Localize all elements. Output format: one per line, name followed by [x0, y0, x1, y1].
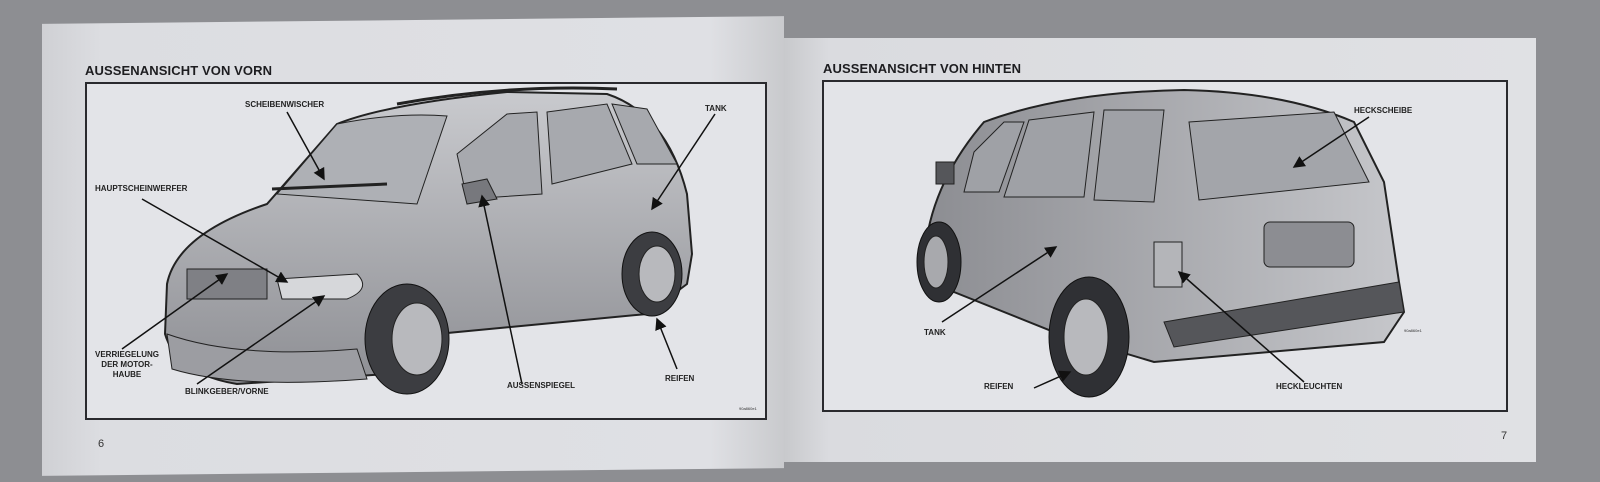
- label-hood-latch-line: HAUBE: [112, 370, 142, 379]
- rear-view-diagram: HECKSCHEIBE TANK REIFEN HECKLEUCHTEN 90a…: [822, 80, 1508, 412]
- label-hood-latch-line: DER MOTOR-: [101, 360, 153, 369]
- label-wiper: SCHEIBENWISCHER: [245, 100, 325, 109]
- front-view-diagram: SCHEIBENWISCHER HAUPTSCHEINWERFER VERRIE…: [85, 82, 767, 420]
- label-rear-window: HECKSCHEIBE: [1354, 106, 1413, 115]
- label-tank: TANK: [705, 104, 727, 113]
- label-turn-signal: BLINKGEBER/VORNE: [185, 387, 269, 396]
- label-tire: REIFEN: [984, 382, 1014, 391]
- front-view-heading: AUSSENANSICHT VON VORN: [85, 63, 273, 78]
- figure-code: 90a860e1: [739, 406, 757, 411]
- rear-view-heading: AUSSENANSICHT VON HINTEN: [823, 61, 1022, 76]
- figure-code: 90a860e1: [1404, 328, 1422, 333]
- label-headlight: HAUPTSCHEINWERFER: [95, 184, 188, 193]
- label-tire: REIFEN: [665, 374, 695, 383]
- page-number: 6: [98, 438, 105, 450]
- label-hood-latch: VERRIEGELUNG DER MOTOR- HAUBE: [95, 350, 159, 380]
- label-hood-latch-line: VERRIEGELUNG: [95, 350, 160, 359]
- page-number: 7: [1501, 430, 1508, 442]
- label-tank: TANK: [924, 328, 946, 337]
- front-van-illustration: [121, 86, 716, 395]
- label-mirror: AUSSENSPIEGEL: [507, 381, 576, 390]
- label-tail-lights: HECKLEUCHTEN: [1276, 382, 1343, 391]
- rear-van-illustration: [916, 88, 1406, 398]
